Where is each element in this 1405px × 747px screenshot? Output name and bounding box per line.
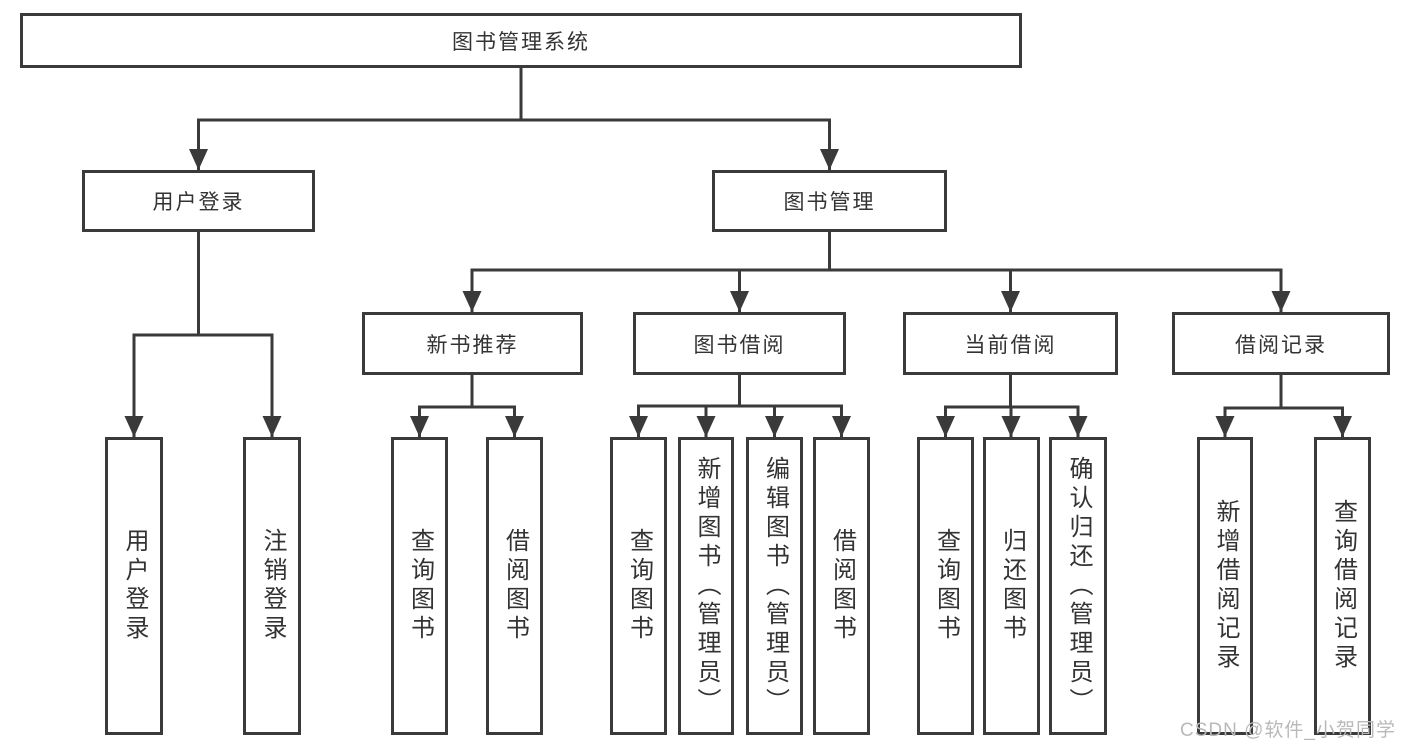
- leaf-borrowing-add-book-admin: 新增图书（管理员）: [678, 437, 734, 735]
- node-new-book-recommend: 新书推荐: [362, 312, 583, 375]
- leaf-current-return-book: 归还图书: [983, 437, 1040, 735]
- node-user-login: 用户登录: [82, 170, 315, 232]
- node-book-management: 图书管理: [712, 170, 947, 232]
- leaf-recommend-query-book: 查询图书: [391, 437, 448, 735]
- leaf-recommend-borrow-book: 借阅图书: [486, 437, 543, 735]
- leaf-borrowing-query-book: 查询图书: [610, 437, 667, 735]
- leaf-records-add-record: 新增借阅记录: [1197, 437, 1253, 735]
- leaf-borrowing-edit-book-admin: 编辑图书（管理员）: [746, 437, 803, 735]
- node-borrowing-records: 借阅记录: [1172, 312, 1390, 375]
- node-current-borrowing: 当前借阅: [903, 312, 1118, 375]
- leaf-user-login: 用户登录: [105, 437, 163, 735]
- node-root-system: 图书管理系统: [20, 13, 1022, 68]
- leaf-records-query-record: 查询借阅记录: [1314, 437, 1371, 735]
- csdn-watermark: CSDN @软件_小贺同学: [1180, 720, 1396, 741]
- leaf-borrowing-borrow-book: 借阅图书: [813, 437, 870, 735]
- leaf-logout: 注销登录: [243, 437, 301, 735]
- node-book-borrowing: 图书借阅: [633, 312, 846, 375]
- leaf-current-query-book: 查询图书: [917, 437, 974, 735]
- leaf-current-confirm-return-admin: 确认归还（管理员）: [1049, 437, 1107, 735]
